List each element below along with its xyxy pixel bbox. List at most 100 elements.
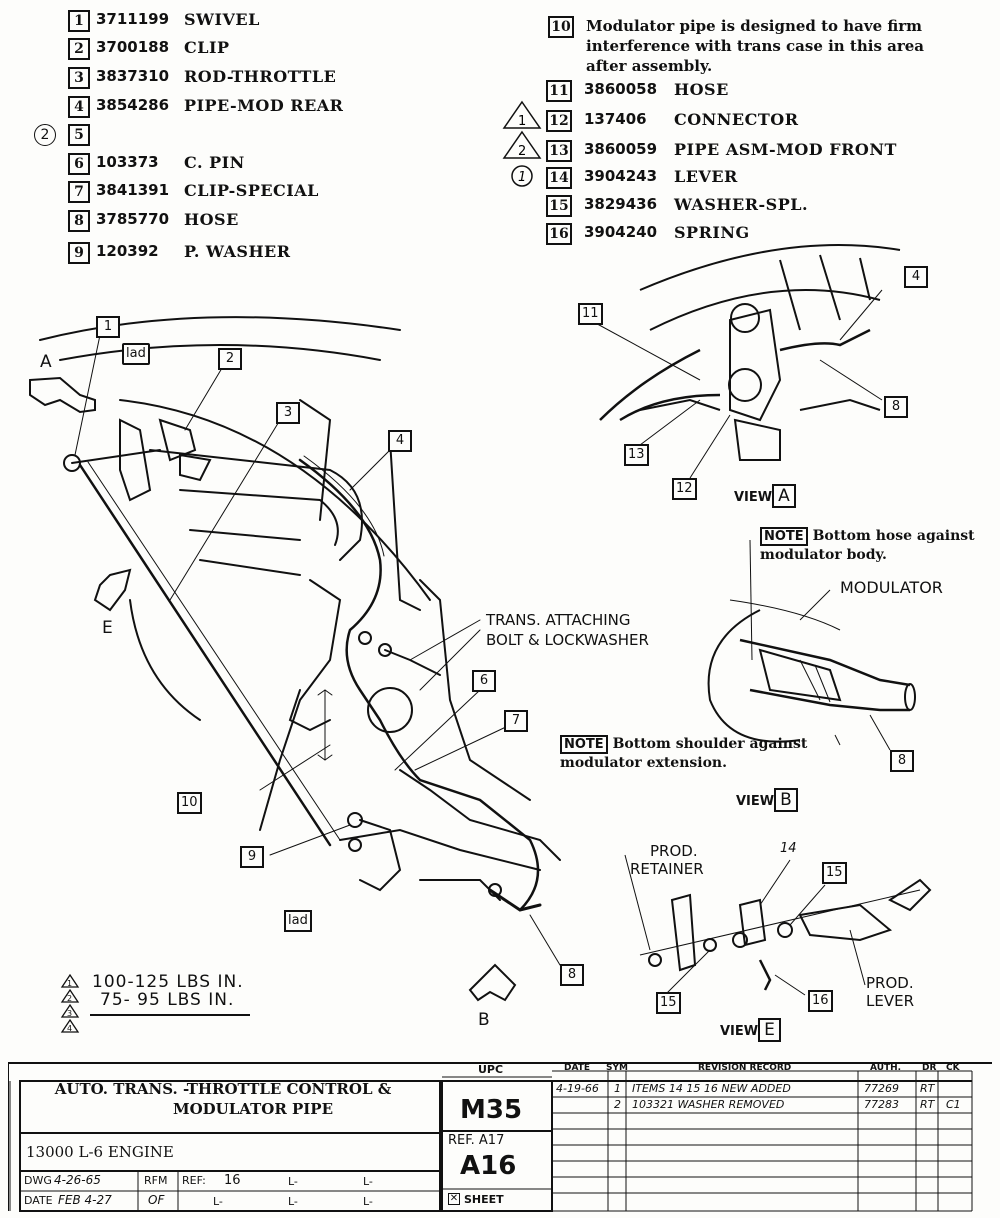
date-label: DATE (24, 1194, 53, 1207)
item5-circle-marker: 2 (34, 124, 56, 146)
lad-tag-bottom: lad (284, 910, 312, 932)
note-b1: NOTE Bottom hose against modulator body. (760, 527, 975, 565)
note-b1-tag: NOTE (760, 527, 808, 546)
view-e-callout-15-top: 15 (822, 862, 847, 884)
view-e-drawing (624, 854, 932, 996)
prod-lever-line2: LEVER (866, 992, 914, 1010)
rev-head-dr: DR (922, 1063, 937, 1073)
title-block: AUTO. TRANS. -THROTTLE CONTROL & MODULAT… (8, 1053, 992, 1213)
callout-8-main: 8 (560, 964, 584, 986)
rev-head-sym: SYM (606, 1063, 628, 1073)
rev1-sym: 1 (614, 1082, 621, 1095)
view-e-callout-16: 16 (808, 990, 833, 1012)
note-b2-line2: modulator extension. (560, 755, 727, 771)
upc-code: M35 (460, 1095, 523, 1125)
triangle-marker-1-text: 1 (518, 114, 526, 129)
torque-triangles: 1 2 3 4 (60, 974, 80, 1033)
view-a-callout-4: 4 (904, 266, 928, 288)
dwg-label: DWG (24, 1174, 52, 1187)
prod-retainer-line2: RETAINER (630, 860, 704, 878)
view-a-drawing (589, 244, 901, 479)
rev1-auth: 77269 (864, 1082, 899, 1095)
l-mark-5: L- (363, 1195, 373, 1208)
prod-lever-label: PROD. LEVER (866, 974, 914, 1010)
main-assembly-drawing (29, 316, 561, 1002)
note-b1-line2: modulator body. (760, 547, 887, 563)
prod-lever-line1: PROD. (866, 974, 914, 992)
view-b-drawing (707, 539, 916, 751)
lad-tag-top: lad (122, 343, 150, 365)
callout-3: 3 (276, 402, 300, 424)
view-e-callout-15-bottom: 15 (656, 992, 681, 1014)
torque-marker-1: 1 (67, 979, 72, 988)
triangle-marker-2-text: 2 (518, 144, 526, 159)
view-a-callout-11: 11 (578, 303, 603, 325)
callout-6: 6 (472, 670, 496, 692)
torque-marker-3: 3 (67, 1009, 72, 1018)
rev2-record: 103321 WASHER REMOVED (632, 1098, 785, 1111)
drawing-title: AUTO. TRANS. -THROTTLE CONTROL & MODULAT… (28, 1079, 418, 1119)
circle-marker-1 (511, 165, 533, 187)
callout-9: 9 (240, 846, 264, 868)
revision-markers: 1 2 1 (502, 100, 542, 187)
torque-spec-2: 75- 95 LBS IN. (100, 990, 235, 1010)
view-e-callout-14: 14 (778, 840, 799, 858)
engine-label: 13000 L-6 ENGINE (26, 1143, 174, 1161)
dwg-value: 4-26-65 (54, 1173, 101, 1187)
l-mark-4: L- (288, 1195, 298, 1208)
section-code: A16 (460, 1151, 517, 1181)
rev2-ck: C1 (946, 1098, 961, 1111)
callout-10: 10 (177, 792, 202, 814)
view-a-letter: A (772, 484, 796, 508)
ref-a-label: REF. A17 (448, 1133, 505, 1148)
view-a-word: VIEW (734, 490, 773, 505)
torque-marker-4: 4 (67, 1024, 72, 1033)
rev-head-auth: AUTH. (870, 1063, 902, 1073)
view-e-letter: E (758, 1018, 781, 1042)
circle-marker-1-text: 1 (518, 170, 526, 185)
rev-head-ck: CK (946, 1063, 960, 1073)
prod-retainer-line1: PROD. (650, 842, 698, 860)
rfm-value: OF (148, 1193, 165, 1207)
sheet-checkbox[interactable]: ✕ (448, 1193, 460, 1205)
l-mark-1: L- (288, 1175, 298, 1188)
rev1-dr: RT (920, 1082, 935, 1095)
rev-head-record: REVISION RECORD (698, 1063, 792, 1073)
part-row: 5 (68, 124, 90, 146)
triangle-marker-2 (502, 130, 542, 159)
drawing-title-line1: AUTO. TRANS. -THROTTLE CONTROL & (54, 1080, 392, 1098)
l-mark-3: L- (213, 1195, 223, 1208)
torque-marker-2: 2 (67, 994, 72, 1003)
callout-4: 4 (388, 430, 412, 452)
torque-underline (90, 1014, 250, 1016)
rfm-label: RFM (144, 1174, 168, 1187)
rev2-dr: RT (920, 1098, 935, 1111)
note-b2-line1: Bottom shoulder against (612, 736, 808, 752)
rev-head-date: DATE (564, 1063, 591, 1073)
note-item-box: 10 (548, 16, 574, 38)
view-a-callout-13: 13 (624, 444, 649, 466)
view-b-callout-8: 8 (890, 750, 914, 772)
l-mark-2: L- (363, 1175, 373, 1188)
view-b-letter: B (774, 788, 798, 812)
drawing-title-line2: MODULATOR PIPE (172, 1100, 334, 1118)
note-b2-tag: NOTE (560, 735, 608, 754)
sheet-label: SHEET (464, 1193, 504, 1206)
note-10-text: Modulator pipe is designed to have firm … (586, 17, 924, 75)
callout-2: 2 (218, 348, 242, 370)
date-value: FEB 4-27 (58, 1193, 112, 1207)
